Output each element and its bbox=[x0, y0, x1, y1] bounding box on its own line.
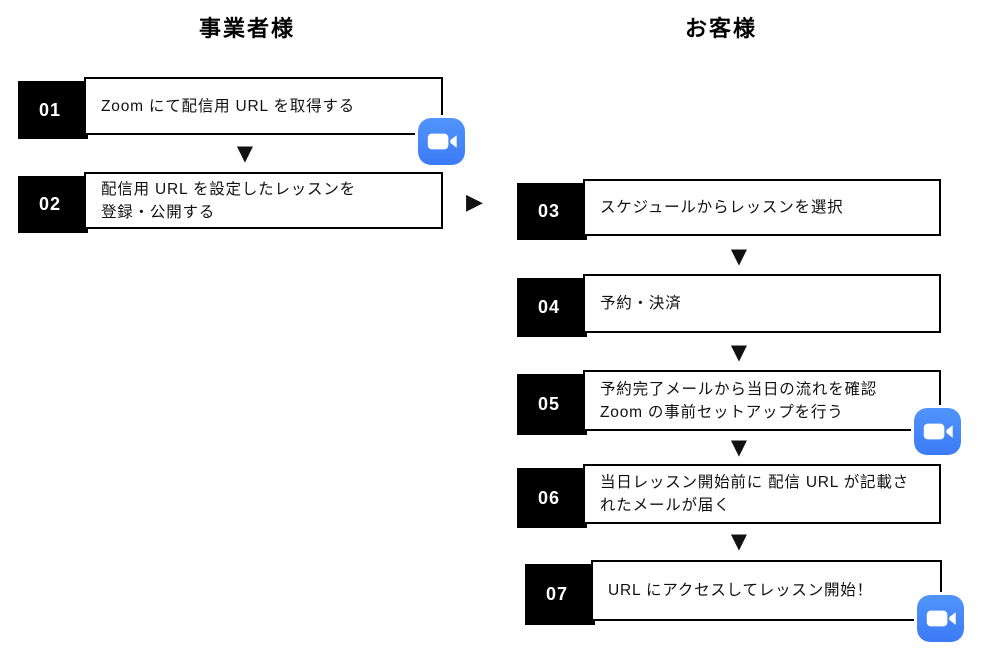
step-number-badge: 06 bbox=[517, 468, 587, 528]
zoom-camera-icon bbox=[418, 118, 465, 165]
step-text: 予約・決済 bbox=[600, 295, 682, 312]
step-number-badge: 02 bbox=[18, 176, 88, 233]
step-02: 02 配信用 URL を設定したレッスンを 登録・公開する bbox=[18, 172, 443, 233]
column-title-provider: 事業者様 bbox=[198, 16, 296, 41]
step-box: 当日レッスン開始前に 配信 URL が記載さ れたメールが届く bbox=[583, 464, 941, 524]
step-06: 06 当日レッスン開始前に 配信 URL が記載さ れたメールが届く bbox=[517, 464, 941, 528]
zoom-camera-icon bbox=[917, 595, 964, 642]
step-number-badge: 03 bbox=[517, 183, 587, 240]
zoom-camera-icon bbox=[914, 408, 961, 455]
step-box: URL にアクセスしてレッスン開始！ bbox=[591, 560, 942, 621]
step-box: 予約完了メールから当日の流れを確認 Zoom の事前セットアップを行う bbox=[583, 370, 941, 431]
step-number-badge: 04 bbox=[517, 278, 587, 337]
step-number-badge: 07 bbox=[525, 564, 595, 625]
step-box: スケジュールからレッスンを選択 bbox=[583, 179, 941, 236]
step-text: 配信用 URL を設定したレッスンを bbox=[101, 180, 356, 198]
step-01: 01 Zoom にて配信用 URL を取得する bbox=[18, 77, 443, 139]
step-05: 05 予約完了メールから当日の流れを確認 Zoom の事前セットアップを行う bbox=[517, 370, 941, 435]
step-text: URL にアクセスしてレッスン開始！ bbox=[608, 582, 873, 599]
step-04: 04 予約・決済 bbox=[517, 274, 941, 337]
step-box: 配信用 URL を設定したレッスンを 登録・公開する bbox=[84, 172, 443, 229]
column-title-customer: お客様 bbox=[684, 16, 758, 41]
step-box: 予約・決済 bbox=[583, 274, 941, 333]
step-number-badge: 01 bbox=[18, 81, 88, 139]
right-arrow-icon: ▶ bbox=[466, 190, 483, 215]
step-text: 予約完了メールから当日の流れを確認 bbox=[600, 380, 878, 398]
step-text: 登録・公開する bbox=[101, 203, 216, 221]
step-text: Zoom にて配信用 URL を取得する bbox=[101, 97, 355, 115]
step-text: Zoom の事前セットアップを行う bbox=[600, 403, 844, 421]
step-text: れたメールが届く bbox=[600, 497, 731, 514]
step-03: 03 スケジュールからレッスンを選択 bbox=[517, 179, 941, 240]
down-arrow-icon: ▼ bbox=[730, 435, 748, 459]
step-07: 07 URL にアクセスしてレッスン開始！ bbox=[525, 560, 942, 625]
down-arrow-icon: ▼ bbox=[730, 244, 748, 268]
step-text: 当日レッスン開始前に 配信 URL が記載さ bbox=[600, 474, 909, 491]
down-arrow-icon: ▼ bbox=[730, 340, 748, 364]
step-box: Zoom にて配信用 URL を取得する bbox=[84, 77, 443, 135]
down-arrow-icon: ▼ bbox=[730, 529, 748, 553]
step-text: スケジュールからレッスンを選択 bbox=[600, 199, 844, 216]
down-arrow-icon: ▼ bbox=[236, 141, 254, 165]
step-number-badge: 05 bbox=[517, 374, 587, 435]
